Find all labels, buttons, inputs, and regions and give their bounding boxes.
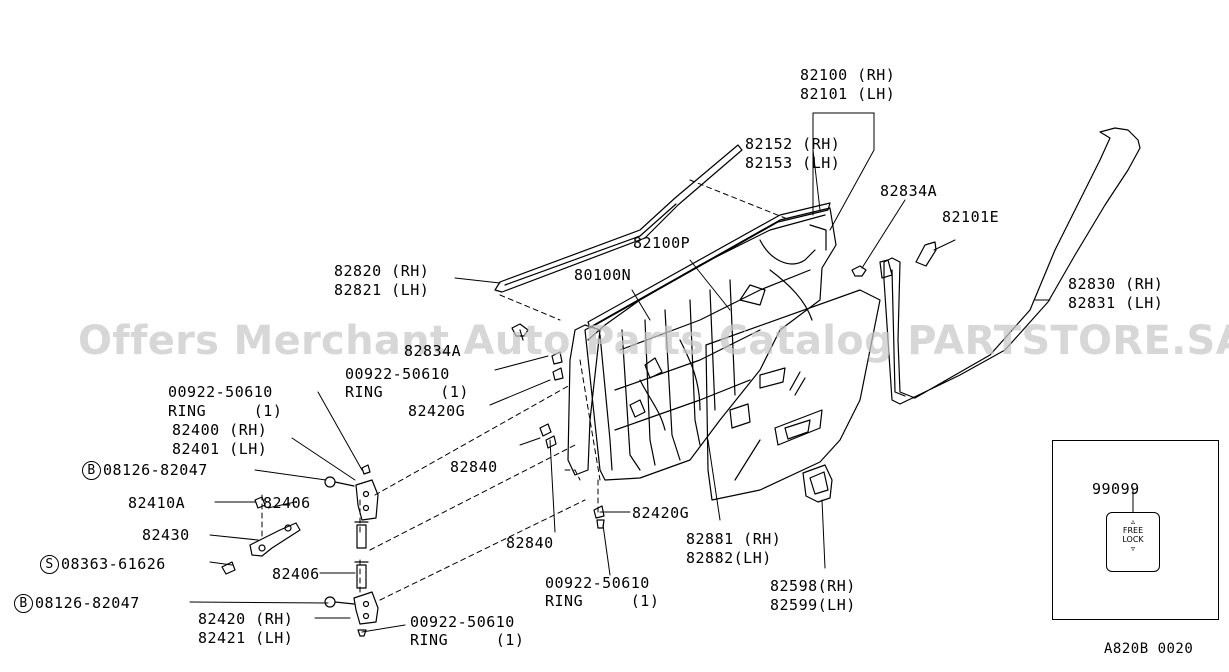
lock-line2: LOCK xyxy=(1122,535,1144,544)
free-lock-sticker-icon: ▵ FREE LOCK ▿ xyxy=(1106,512,1160,572)
bolt-08126-lower xyxy=(324,596,355,608)
door-trim-panel-82881 xyxy=(705,289,881,501)
label-80100N: 80100N xyxy=(574,266,632,284)
lock-arrow-down-icon: ▿ xyxy=(1130,544,1135,553)
label-ring-b: RING (1) xyxy=(168,402,283,420)
bolt-08126-upper xyxy=(324,476,355,488)
label-82101: 82101 (LH) xyxy=(800,85,896,103)
frame-82152 xyxy=(587,202,831,329)
lower-hinge-82420 xyxy=(353,591,379,625)
label-ring-a: RING (1) xyxy=(345,383,469,401)
label-82420G-a: 82420G xyxy=(408,402,466,420)
door-body-82100 xyxy=(567,207,837,481)
label-82882: 82882(LH) xyxy=(686,549,772,567)
label-00922-d: 00922-50610 xyxy=(410,613,515,631)
label-82401: 82401 (LH) xyxy=(172,440,268,458)
label-82831: 82831 (LH) xyxy=(1068,294,1164,312)
diagram-code: A820B 0020 xyxy=(1104,641,1194,657)
label-82100P: 82100P xyxy=(633,234,691,252)
upper-hinge-82400 xyxy=(355,464,379,521)
label-82820: 82820 (RH) xyxy=(334,262,430,280)
circle-b-icon: B xyxy=(82,461,101,480)
label-82599: 82599(LH) xyxy=(770,596,856,614)
clip-82834A-left xyxy=(511,323,529,341)
label-08363-text: 08363-61626 xyxy=(61,555,166,573)
circle-b-icon-2: B xyxy=(14,594,33,613)
watermark: Offers Merchant Auto Parts Catalog PARTS… xyxy=(78,318,1229,364)
lock-line1: FREE xyxy=(1122,526,1144,535)
circle-s-icon: S xyxy=(40,555,59,574)
check-link-82430 xyxy=(249,496,301,557)
label-99099: 99099 xyxy=(1092,480,1140,498)
label-08126-b-text: 08126-82047 xyxy=(35,594,140,612)
door-weatherstrip-82830 xyxy=(879,127,1141,405)
clip-82834A xyxy=(851,265,867,277)
label-82840-b: 82840 xyxy=(506,534,554,552)
label-82100: 82100 (RH) xyxy=(800,66,896,84)
label-00922-c: 00922-50610 xyxy=(545,574,650,592)
label-82410A: 82410A xyxy=(128,494,186,512)
label-82101E: 82101E xyxy=(942,208,1000,226)
label-82406-a: 82406 xyxy=(263,494,311,512)
label-ring-c: RING (1) xyxy=(545,592,660,610)
label-82153: 82153 (LH) xyxy=(745,154,841,172)
ring-lower-small xyxy=(357,629,367,637)
label-82881: 82881 (RH) xyxy=(686,530,782,548)
pull-handle-82598 xyxy=(802,464,833,503)
label-82834A: 82834A xyxy=(880,182,938,200)
hinge-pin-82406-lower xyxy=(354,561,369,589)
sash-weatherstrip-82820 xyxy=(494,144,743,293)
accessory-box-99099 xyxy=(1052,440,1219,620)
leader-lines xyxy=(189,112,1134,633)
label-00922-b: 00922-50610 xyxy=(168,383,273,401)
label-82830: 82830 (RH) xyxy=(1068,275,1164,293)
label-82420: 82420 (RH) xyxy=(198,610,294,628)
label-82406-b: 82406 xyxy=(272,565,320,583)
label-82420G-b: 82420G xyxy=(632,504,690,522)
lock-arrow-up-icon: ▵ xyxy=(1130,517,1135,526)
label-82421: 82421 (LH) xyxy=(198,629,294,647)
screw-08363 xyxy=(221,561,236,575)
label-82834A-left: 82834A xyxy=(404,342,462,360)
label-82430: 82430 xyxy=(142,526,190,544)
label-ring-d: RING (1) xyxy=(410,631,525,649)
label-82840-a: 82840 xyxy=(450,458,498,476)
hinge-pin-82406 xyxy=(354,521,369,549)
label-08126-a-text: 08126-82047 xyxy=(103,461,208,479)
grommet-82101E xyxy=(915,241,937,267)
label-82821: 82821 (LH) xyxy=(334,281,430,299)
label-00922-a: 00922-50610 xyxy=(345,365,450,383)
label-82152: 82152 (RH) xyxy=(745,135,841,153)
label-82400: 82400 (RH) xyxy=(172,421,268,439)
label-82598: 82598(RH) xyxy=(770,577,856,595)
bushings-82840 xyxy=(539,351,605,529)
projection-lines xyxy=(261,179,786,601)
